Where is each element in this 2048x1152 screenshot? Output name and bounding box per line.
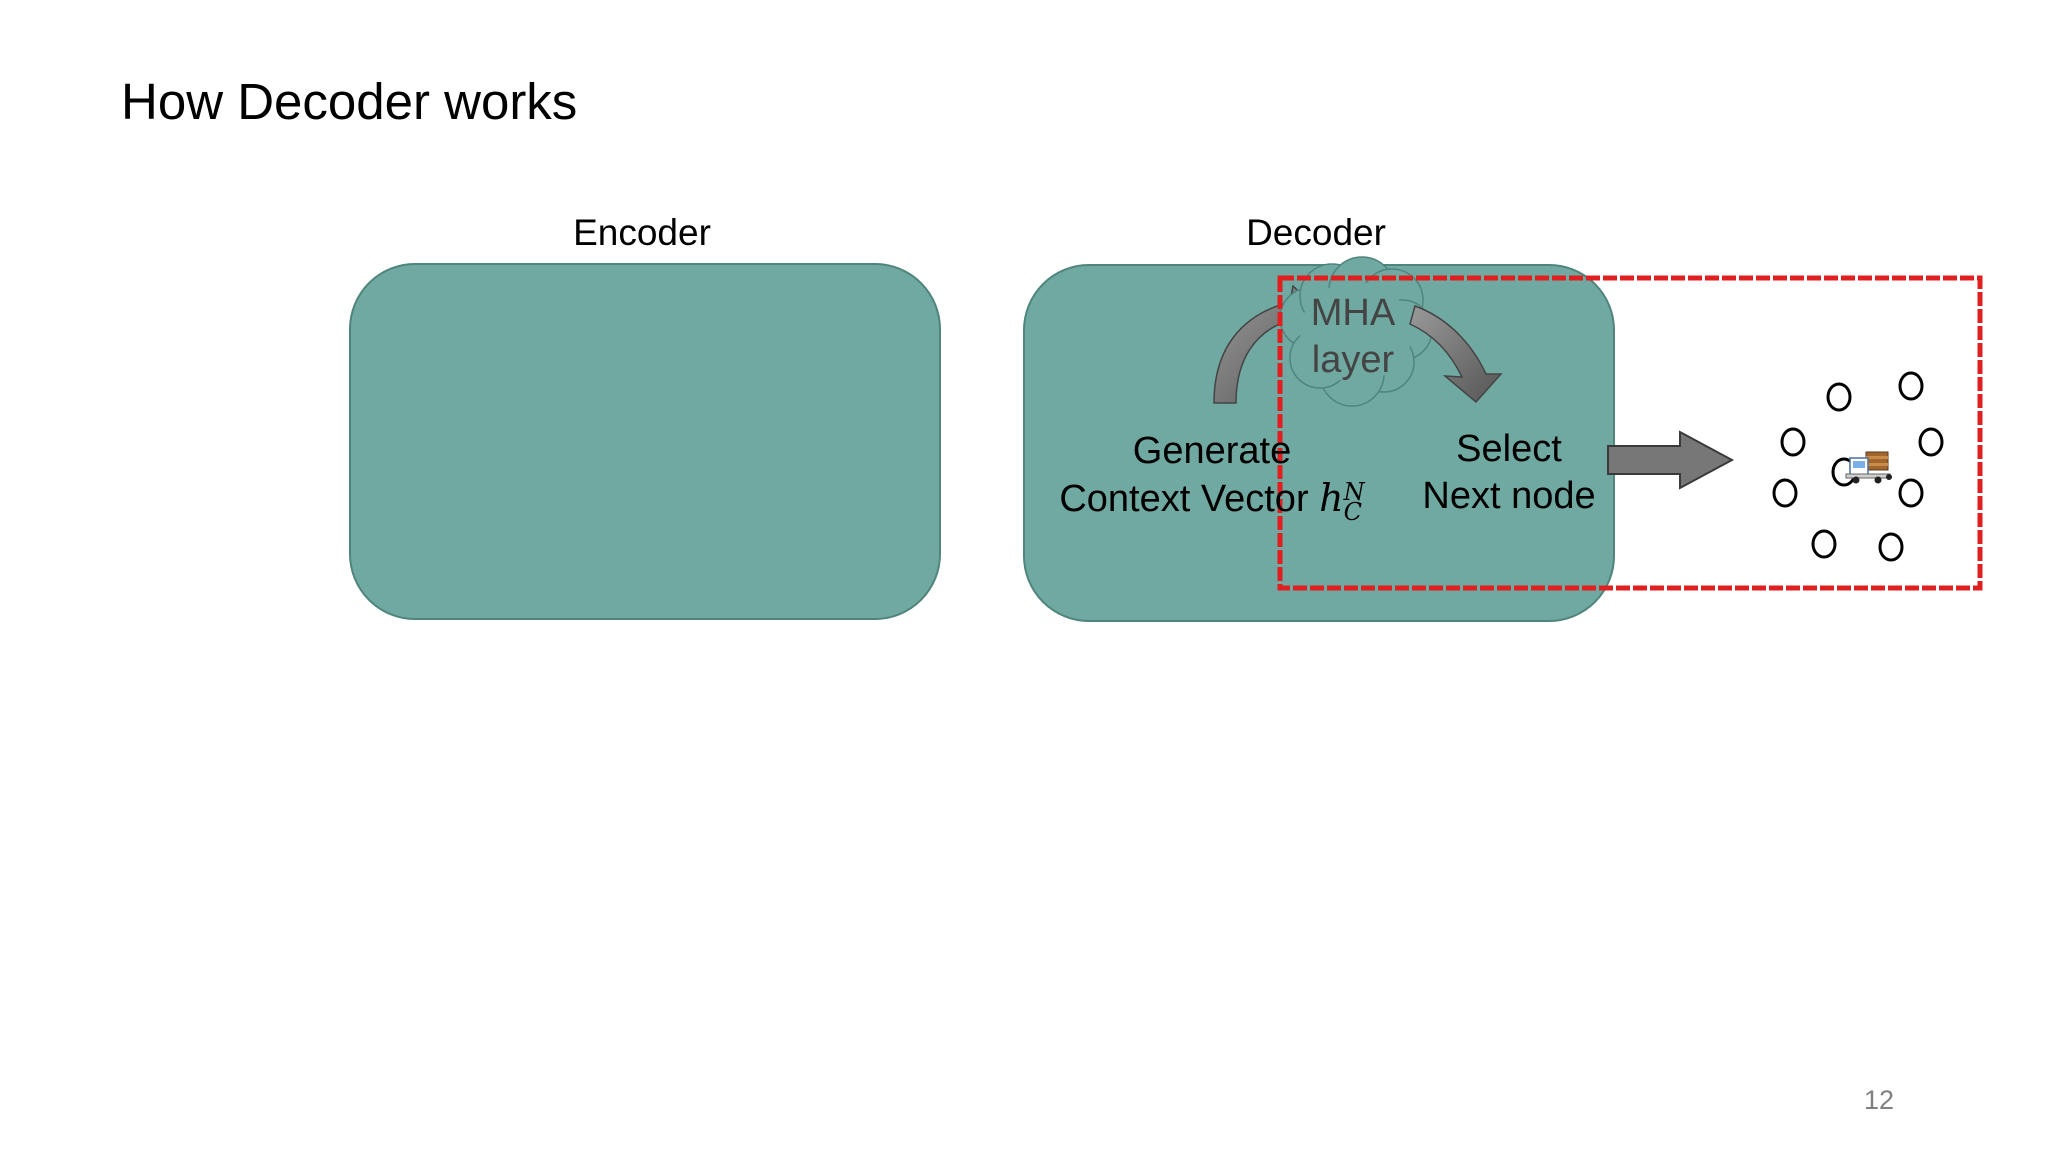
curved-arrow-right-icon: [1409, 305, 1503, 404]
page-number: 12: [1864, 1085, 1895, 1115]
slide-title: How Decoder works: [121, 73, 578, 130]
mha-line-2: layer: [1311, 339, 1395, 381]
mha-layer-label: MHA layer: [1311, 290, 1395, 384]
context-vector-sup: N: [1343, 477, 1365, 506]
select-line-1: Select: [1456, 428, 1562, 470]
node-circle: [1878, 532, 1904, 562]
truck-icon: [1845, 451, 1892, 484]
node-circle: [1772, 478, 1798, 508]
generate-line-2-text: Context Vector: [1059, 478, 1309, 520]
node-circle: [1811, 529, 1837, 559]
node-circle: [1780, 427, 1806, 457]
context-vector-h: h: [1319, 476, 1344, 520]
decoder-label: Decoder: [1246, 212, 1386, 253]
context-vector-sub: C: [1343, 497, 1363, 526]
encoder-label: Encoder: [573, 212, 711, 253]
node-circle: [1918, 427, 1944, 457]
node-circle: [1898, 478, 1924, 508]
select-next-node-label: Select Next node: [1422, 426, 1595, 520]
node-circle: [1898, 371, 1924, 401]
right-arrow-icon: [1607, 430, 1735, 490]
select-line-2: Next node: [1422, 475, 1596, 517]
node-circle: [1826, 382, 1852, 412]
highlight-rectangle: [1277, 275, 1983, 591]
generate-line-1: Generate: [1132, 430, 1292, 472]
encoder-block: [349, 263, 941, 620]
mha-line-1: MHA: [1310, 292, 1396, 334]
